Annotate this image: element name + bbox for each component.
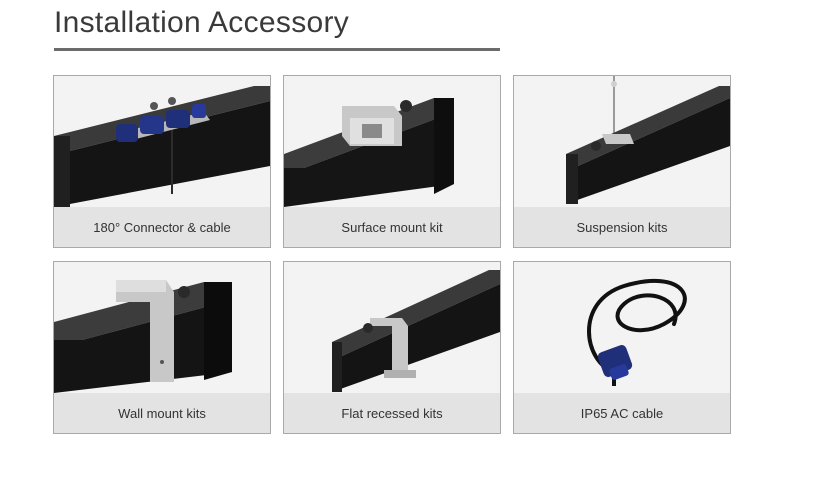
suspension-image	[514, 76, 730, 207]
accessory-card-flat-recessed[interactable]: Flat recessed kits	[283, 261, 501, 434]
accessory-card-suspension[interactable]: Suspension kits	[513, 75, 731, 248]
accessory-card-wall-mount[interactable]: Wall mount kits	[53, 261, 271, 434]
suspension-wire-icon	[566, 76, 730, 204]
accessory-card-surface-mount[interactable]: Surface mount kit	[283, 75, 501, 248]
accessory-label: Wall mount kits	[54, 393, 270, 433]
surface-mount-image	[284, 76, 500, 207]
surface-mount-bracket-icon	[284, 98, 454, 207]
recessed-clip-icon	[332, 270, 500, 392]
flat-recessed-image	[284, 262, 500, 393]
accessory-label: IP65 AC cable	[514, 393, 730, 433]
ac-cable-icon	[587, 279, 687, 386]
accessory-card-ac-cable[interactable]: IP65 AC cable	[513, 261, 731, 434]
page-title: Installation Accessory	[54, 6, 350, 39]
wall-mount-bracket-icon	[54, 280, 232, 393]
accessory-card-connector[interactable]: 180° Connector & cable	[53, 75, 271, 248]
accessory-label: Flat recessed kits	[284, 393, 500, 433]
ac-cable-image	[514, 262, 730, 393]
connector-cable-image	[54, 76, 270, 207]
connector-cable-icon	[54, 86, 270, 207]
accessory-label: 180° Connector & cable	[54, 207, 270, 247]
accessory-label: Surface mount kit	[284, 207, 500, 247]
accessory-label: Suspension kits	[514, 207, 730, 247]
wall-mount-image	[54, 262, 270, 393]
title-divider	[54, 48, 500, 51]
